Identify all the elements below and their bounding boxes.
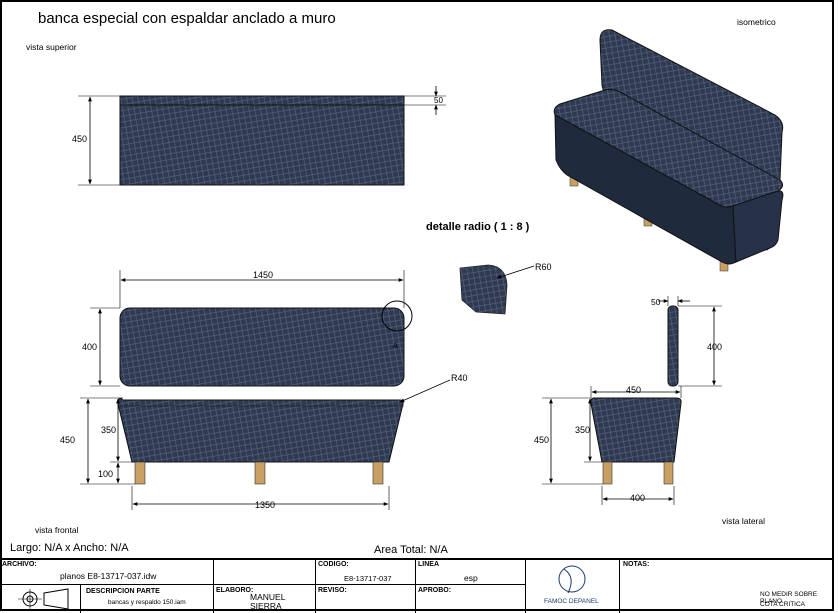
isometric-view (553, 29, 784, 272)
front-leg-2 (254, 461, 266, 485)
dim-front-base: 1350 (255, 500, 276, 510)
title-block: ARCHIVO: planos E8-13717-037.idw DESCRIP… (0, 558, 834, 613)
side-leg-1 (602, 461, 613, 485)
dim-side-base: 400 (630, 493, 646, 503)
dim-front-radius: R40 (451, 373, 468, 383)
top-view-seat (119, 95, 405, 186)
archivo-value: planos E8-13717-037.idw (60, 571, 157, 581)
area-text: Area Total: N/A (374, 544, 448, 556)
top-view (78, 86, 446, 186)
size-text: Largo: N/A x Ancho: N/A (10, 542, 129, 554)
dim-detail-radius: R60 (535, 262, 552, 272)
linea-value: esp (464, 573, 478, 583)
front-backrest (119, 307, 405, 387)
label-front-view: vista frontal (35, 525, 79, 535)
notas-cell: NOTAS: NO MEDIR SOBRE PLANO COTA CRITICA (620, 560, 834, 613)
front-leg-1 (134, 461, 146, 485)
dim-front-length: 1450 (253, 270, 274, 280)
codigo-value: E8-13717-037 (344, 574, 392, 583)
elaboro-value: MANUEL SIERRA (250, 592, 286, 611)
dim-front-back-height: 400 (82, 342, 98, 352)
codigo-cell: CODIGO: E8-13717-037 REVISO: (316, 560, 416, 613)
dim-side-seat-height: 350 (575, 425, 591, 435)
descripcion-value: bancas y respaldo 150.iam (108, 599, 186, 606)
projection-symbol-icon (18, 588, 69, 610)
label-top-view: vista superior (26, 42, 77, 52)
company-logo-icon (558, 565, 586, 594)
logo-text: FAMOC DEPANEL (544, 598, 599, 605)
logo-cell: FAMOC DEPANEL (526, 560, 620, 613)
front-leg-3 (372, 461, 384, 485)
detail-corner (459, 264, 508, 315)
label-iso-view: isometrico (737, 17, 776, 27)
dim-front-leg: 100 (98, 469, 114, 479)
label-detail: detalle radio ( 1 : 8 ) (426, 221, 530, 233)
note-2: COTA CRITICA (760, 601, 806, 608)
detail-marker: A (393, 343, 398, 350)
linea-cell: LINEA esp APROBO: (416, 560, 526, 613)
dim-side-back-thick: 50 (651, 297, 661, 307)
dim-top-depth: 450 (72, 134, 88, 144)
archivo-cell: ARCHIVO: planos E8-13717-037.idw DESCRIP… (0, 560, 214, 613)
front-view (80, 270, 451, 510)
note-1: NO MEDIR SOBRE PLANO (760, 591, 818, 605)
detail-circle-a (381, 300, 413, 332)
dim-side-depth: 450 (626, 385, 642, 395)
drawing-title: banca especial con espaldar anclado a mu… (38, 10, 336, 27)
elaboro-cell: ELABORO: MANUEL SIERRA (214, 560, 316, 613)
dim-front-total-height: 450 (60, 435, 76, 445)
front-seat (117, 397, 404, 463)
dim-front-seat-height: 350 (101, 425, 117, 435)
iso-seat-end (732, 190, 784, 263)
label-side-view: vista lateral (722, 516, 765, 526)
detail-view (459, 264, 535, 315)
iso-seat-front (554, 114, 737, 265)
dim-top-backrest: 50 (434, 96, 443, 105)
side-seat (590, 397, 682, 463)
dim-side-back-height: 400 (707, 342, 723, 352)
side-backrest (667, 305, 679, 387)
side-leg-2 (663, 461, 674, 485)
dim-side-total-height: 450 (534, 435, 550, 445)
side-view (542, 296, 722, 505)
